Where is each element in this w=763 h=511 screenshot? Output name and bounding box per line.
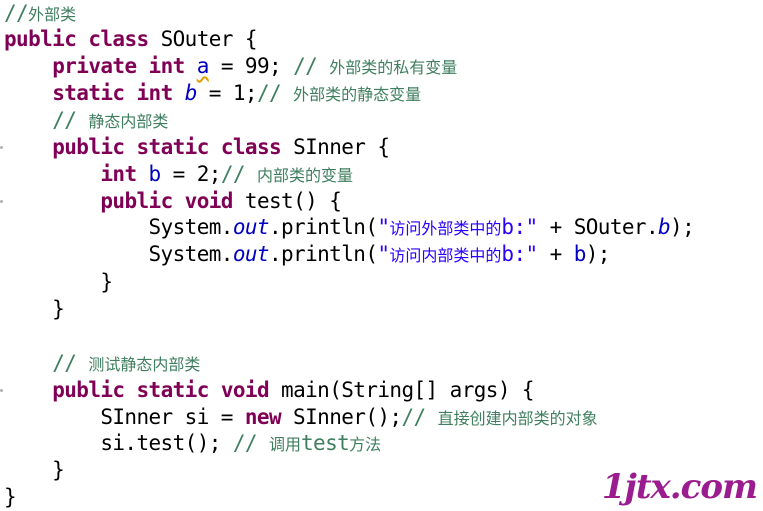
code-token: .println( (268, 242, 378, 266)
code-line[interactable]: System.out.println("访问内部类中的b:" + b); (4, 241, 611, 268)
code-keyword: void (220, 378, 270, 402)
code-token: SInner si = (4, 405, 245, 429)
fold-marker-icon (0, 146, 3, 149)
code-token: test() { (232, 189, 342, 213)
code-token (124, 81, 136, 105)
code-token (173, 81, 185, 105)
code-token (4, 351, 52, 375)
code-token: a (196, 54, 210, 78)
code-token (4, 54, 52, 78)
code-line[interactable]: public static class SInner { (4, 134, 390, 161)
code-keyword: int (100, 162, 137, 186)
code-keyword: void (184, 189, 234, 213)
code-token (4, 189, 100, 213)
code-comment: // 测试静态内部类 (52, 351, 201, 375)
code-keyword: class (220, 135, 282, 159)
code-token: b (184, 81, 198, 105)
code-token (124, 135, 136, 159)
code-line[interactable]: System.out.println("访问外部类中的b:" + SOuter.… (4, 214, 695, 241)
code-token (124, 378, 136, 402)
code-token (4, 81, 52, 105)
code-keyword: int (136, 81, 174, 105)
code-line[interactable]: // 静态内部类 (4, 107, 168, 134)
code-line[interactable]: private int a = 99; // 外部类的私有变量 (4, 53, 457, 80)
code-comment: // 静态内部类 (52, 108, 169, 132)
code-comment: // 调用test方法 (232, 431, 382, 455)
code-line[interactable]: } (4, 457, 65, 484)
code-token: System. (4, 242, 234, 266)
code-token (185, 54, 197, 78)
code-keyword: static (136, 135, 210, 159)
code-token (173, 189, 185, 213)
code-line[interactable]: int b = 2;// 内部类的变量 (4, 161, 353, 188)
code-comment: // 内部类的变量 (220, 162, 353, 186)
code-token: } (4, 270, 113, 294)
code-comment: // 外部类的私有变量 (293, 54, 458, 78)
code-comment: // 直接创建内部类的对象 (401, 405, 598, 429)
code-string: "访问内部类中的b:" (377, 242, 538, 266)
code-token (4, 135, 52, 159)
code-comment: //外部类 (4, 1, 77, 25)
code-keyword: public (52, 135, 125, 159)
code-token: + (537, 242, 574, 266)
code-line[interactable]: si.test(); // 调用test方法 (4, 430, 381, 457)
code-token: SInner(); (281, 405, 402, 429)
code-token: = 2; (160, 162, 222, 186)
code-token: SInner { (281, 135, 390, 159)
code-line[interactable]: public void test() { (4, 188, 341, 215)
code-line[interactable]: //外部类 (4, 0, 76, 27)
code-comment: // 外部类的静态变量 (256, 81, 422, 105)
site-watermark: 1jtx.com (601, 467, 758, 507)
code-token: = 99; (208, 54, 294, 78)
code-token (209, 378, 221, 402)
code-line[interactable]: // 测试静态内部类 (4, 350, 200, 377)
code-line[interactable]: public static void main(String[] args) { (4, 377, 534, 404)
code-token (4, 378, 52, 402)
code-keyword: private (52, 54, 137, 78)
code-token (209, 135, 221, 159)
code-keyword: public (52, 378, 125, 402)
code-token: b (658, 215, 671, 239)
fold-marker-icon (0, 389, 3, 392)
code-token (137, 162, 149, 186)
code-token: } (4, 458, 65, 482)
code-keyword: public (4, 27, 77, 51)
code-token: } (4, 485, 17, 509)
code-token: + SOuter. (537, 215, 659, 239)
code-token: ); (585, 242, 611, 266)
code-token: si.test(); (4, 431, 233, 455)
code-token: out (232, 215, 270, 239)
code-token: main(String[] args) { (269, 378, 535, 402)
code-token: SOuter { (148, 27, 258, 51)
code-line[interactable]: } (4, 269, 113, 296)
code-keyword: new (244, 405, 282, 429)
fold-marker-icon (0, 200, 3, 203)
code-token: out (232, 242, 270, 266)
code-keyword: class (88, 27, 149, 51)
code-line[interactable]: } (4, 484, 17, 511)
code-token (4, 162, 100, 186)
code-line[interactable]: } (4, 296, 65, 323)
code-line[interactable]: SInner si = new SInner();// 直接创建内部类的对象 (4, 404, 598, 431)
code-keyword: public (100, 189, 173, 213)
code-line[interactable]: static int b = 1;// 外部类的静态变量 (4, 80, 421, 107)
code-keyword: int (148, 54, 186, 78)
code-token: = 1; (196, 81, 258, 105)
code-string: "访问外部类中的b:" (377, 215, 538, 239)
code-keyword: static (136, 378, 210, 402)
code-token: } (4, 297, 65, 321)
code-token (4, 108, 52, 132)
code-token: System. (4, 215, 234, 239)
code-token (76, 27, 88, 51)
code-token: b (148, 162, 162, 186)
code-token (137, 54, 149, 78)
code-keyword: static (52, 81, 125, 105)
code-token: .println( (268, 215, 378, 239)
code-line[interactable]: public class SOuter { (4, 26, 258, 53)
code-token: b (573, 242, 587, 266)
code-token: ); (670, 215, 695, 239)
